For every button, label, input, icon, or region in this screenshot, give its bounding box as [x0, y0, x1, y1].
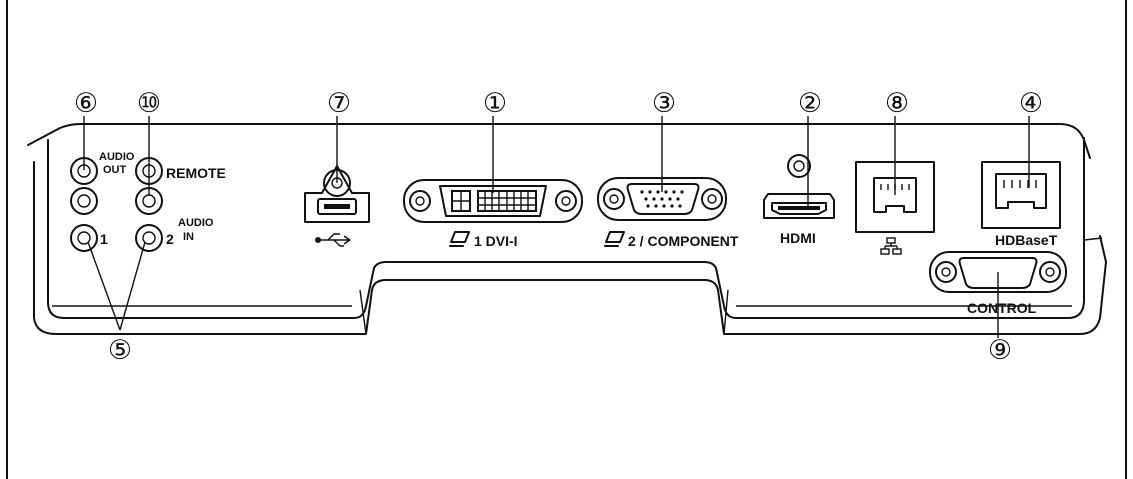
audio-out-label-line2: OUT	[103, 164, 127, 176]
callout-2: ②	[798, 88, 822, 119]
vga-pins	[640, 190, 684, 208]
remote-label: REMOTE	[166, 165, 226, 181]
audio-jack-middle	[70, 187, 98, 215]
leader-lines	[83, 116, 1030, 338]
audio-in-jack-2	[135, 224, 163, 252]
network-icon	[880, 237, 902, 255]
audio-in-jack-1	[70, 224, 98, 252]
callout-10: ⑩	[137, 88, 161, 119]
hdbaset-port	[981, 161, 1061, 229]
hdbaset-label: HDBaseT	[995, 232, 1058, 248]
control-port	[929, 251, 1067, 293]
audio-in-label-line2: IN	[183, 231, 194, 243]
dvi-pin-grid	[451, 190, 537, 212]
audio-in-1-label: 1	[100, 231, 108, 247]
callout-5: ⑤	[108, 335, 132, 366]
callout-3: ③	[652, 88, 676, 119]
callout-7: ⑦	[327, 88, 351, 119]
panel-body	[47, 137, 1085, 319]
callout-8: ⑧	[885, 88, 909, 119]
callout-1: ①	[483, 88, 507, 119]
hdmi-label: HDMI	[780, 230, 816, 246]
figure-frame	[6, 0, 1127, 479]
dvi-label: 1 DVI-I	[474, 233, 518, 249]
computer-input-icon	[449, 231, 470, 247]
callout-9: ⑨	[988, 335, 1012, 366]
callout-4: ④	[1019, 88, 1043, 119]
panel-outline	[27, 123, 1091, 159]
panel-corner	[1083, 237, 1103, 241]
callout-6: ⑥	[74, 88, 98, 119]
hdmi-port	[763, 154, 835, 219]
handle-recess-sides	[359, 289, 729, 335]
computer-input-icon-2	[604, 231, 625, 247]
dvi-port	[403, 179, 583, 223]
component-label: 2 / COMPONENT	[628, 233, 739, 249]
control-label: CONTROL	[967, 300, 1037, 316]
panel-bottom-edge	[33, 161, 1107, 335]
audio-in-2-label: 2	[166, 231, 174, 247]
audio-in-label-line1: AUDIO	[178, 217, 214, 229]
audio-out-label-line1: AUDIO	[99, 151, 135, 163]
usb-icon	[315, 233, 351, 247]
